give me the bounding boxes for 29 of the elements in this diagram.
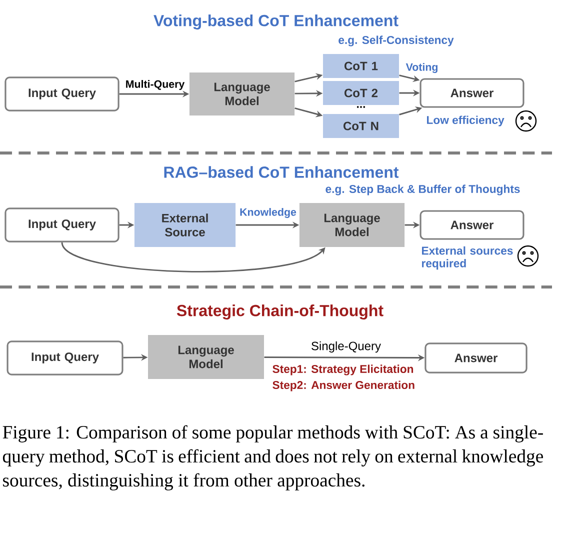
rounded-box: Answer [420, 210, 524, 240]
section-heading: Voting-based CoT Enhancement [154, 14, 398, 30]
edge-label: Multi-Query [124, 79, 186, 91]
process-box: Language Model [189, 72, 295, 116]
note: External sources required [422, 246, 513, 270]
process-box: Language Model [299, 203, 405, 247]
process-box: CoT N [323, 114, 399, 138]
note: e.g. Step Back & Buffer of Thoughts [326, 184, 520, 196]
arrow [61, 242, 326, 272]
section-heading: Strategic Chain-of-Thought [176, 304, 384, 320]
rounded-box: Input Query [4, 76, 120, 112]
caption: Figure 1: Comparison of some popular methods with SCoT: As a single-query method, SCoT is efficient and does not rely on external knowledge sources, distinguishing it from other approaches. [2, 425, 543, 490]
rounded-box: Answer [420, 78, 524, 108]
note: Step2: Answer Generation [272, 380, 414, 392]
process-box: External Source [134, 203, 236, 247]
rounded-box: Answer [424, 342, 528, 374]
edge-label: Voting [405, 62, 439, 74]
section-heading: RAG–based CoT Enhancement [164, 166, 399, 178]
edge-label: Single-Query [310, 340, 382, 354]
process-box: Language Model [148, 335, 264, 379]
note: e.g. Self-Consistency [338, 36, 454, 46]
rounded-box: Input Query [6, 340, 124, 376]
edge-label: Knowledge [238, 207, 298, 219]
process-box: CoT 1 [323, 54, 399, 78]
note: Low efficiency [427, 116, 504, 126]
process-box: CoT 2 [323, 81, 399, 105]
rounded-box: Input Query [4, 208, 120, 242]
note: ... [357, 106, 365, 108]
note: Step1: Strategy Elicitation [272, 364, 414, 376]
